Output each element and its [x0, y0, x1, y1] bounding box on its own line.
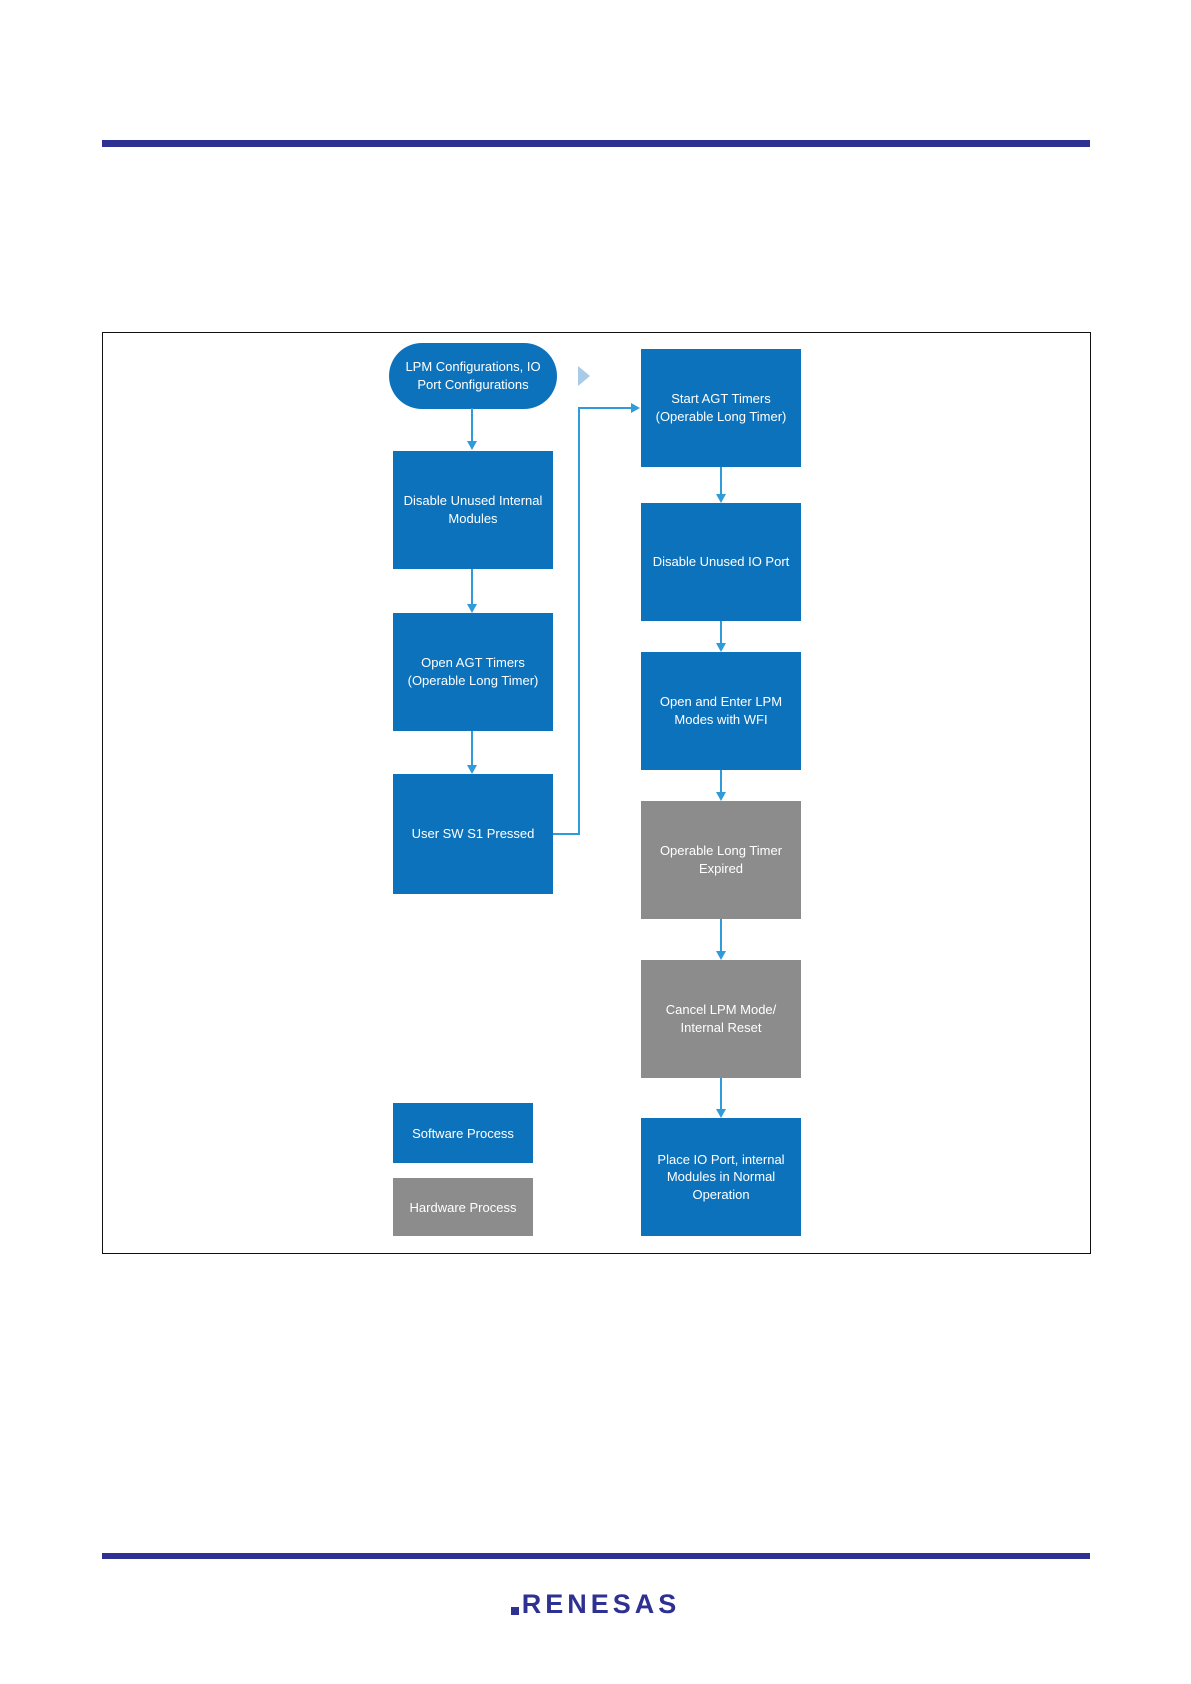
legend-label: Hardware Process — [409, 1199, 517, 1215]
flow-node-place-io-port-normal-operation: Place IO Port, internal Modules in Norma… — [641, 1118, 801, 1236]
flow-node-label: Disable Unused IO Port — [652, 554, 790, 570]
connector-l2-to-l3-arrowhead-icon — [467, 765, 477, 774]
figure-frame — [102, 332, 1091, 1254]
legend-hardware-process: Hardware Process — [393, 1178, 533, 1236]
header-rule — [102, 140, 1090, 147]
logo-square-icon — [510, 1607, 519, 1615]
flow-node-label: Open AGT Timers (Operable Long Timer) — [407, 655, 539, 688]
connector-r1-to-r2-arrowhead-icon — [716, 494, 726, 503]
connector-l3-to-r1-segment-horizontal-bottom — [553, 833, 580, 835]
flow-node-label: Start AGT Timers (Operable Long Timer) — [655, 391, 787, 424]
connector-r1-to-r2-line — [720, 467, 722, 495]
connector-l3-to-r1-segment-horizontal-top — [578, 407, 632, 409]
flow-node-label: Cancel LPM Mode/ Internal Reset — [665, 1002, 777, 1035]
connector-r4-to-r5-arrowhead-icon — [716, 951, 726, 960]
flow-node-label: LPM Configurations, IO Port Configuratio… — [405, 359, 541, 392]
flow-node-label: Disable Unused Internal Modules — [403, 493, 543, 526]
connector-l3-to-r1-arrowhead-icon — [631, 403, 640, 413]
connector-start-to-l1-line — [471, 408, 473, 442]
flow-node-open-enter-lpm-modes: Open and Enter LPM Modes with WFI — [641, 652, 801, 770]
connector-r4-to-r5-line — [720, 919, 722, 952]
connector-l1-to-l2-arrowhead-icon — [467, 604, 477, 613]
flow-node-label: Place IO Port, internal Modules in Norma… — [657, 1151, 785, 1202]
renesas-logo: RENESAS — [0, 1582, 1191, 1618]
flow-node-label: Open and Enter LPM Modes with WFI — [659, 694, 783, 727]
logo-wordmark: RENESAS — [521, 1589, 681, 1619]
connector-r3-to-r4-line — [720, 770, 722, 793]
connector-l2-to-l3-line — [471, 731, 473, 766]
connector-r3-to-r4-arrowhead-icon — [716, 792, 726, 801]
connector-start-to-l1-arrowhead-icon — [467, 441, 477, 450]
flow-node-disable-unused-internal-modules: Disable Unused Internal Modules — [393, 451, 553, 569]
flow-node-disable-unused-io-port: Disable Unused IO Port — [641, 503, 801, 621]
flow-node-label: Operable Long Timer Expired — [659, 843, 783, 876]
start-marker-triangle-icon — [578, 366, 590, 386]
connector-r5-to-r6-line — [720, 1078, 722, 1110]
footer-rule — [102, 1553, 1090, 1559]
legend-label: Software Process — [412, 1125, 514, 1141]
flow-node-operable-long-timer-expired: Operable Long Timer Expired — [641, 801, 801, 919]
flow-node-cancel-lpm-mode-internal-reset: Cancel LPM Mode/ Internal Reset — [641, 960, 801, 1078]
flow-node-lpm-configurations: LPM Configurations, IO Port Configuratio… — [389, 343, 557, 409]
flow-node-label: User SW S1 Pressed — [411, 826, 535, 842]
flow-node-start-agt-timers: Start AGT Timers (Operable Long Timer) — [641, 349, 801, 467]
flow-node-user-sw-s1-pressed: User SW S1 Pressed — [393, 774, 553, 894]
connector-r5-to-r6-arrowhead-icon — [716, 1109, 726, 1118]
connector-r2-to-r3-line — [720, 621, 722, 644]
connector-l3-to-r1-segment-vertical — [578, 407, 580, 835]
connector-l1-to-l2-line — [471, 569, 473, 605]
legend-software-process: Software Process — [393, 1103, 533, 1163]
flow-node-open-agt-timers: Open AGT Timers (Operable Long Timer) — [393, 613, 553, 731]
connector-r2-to-r3-arrowhead-icon — [716, 643, 726, 652]
